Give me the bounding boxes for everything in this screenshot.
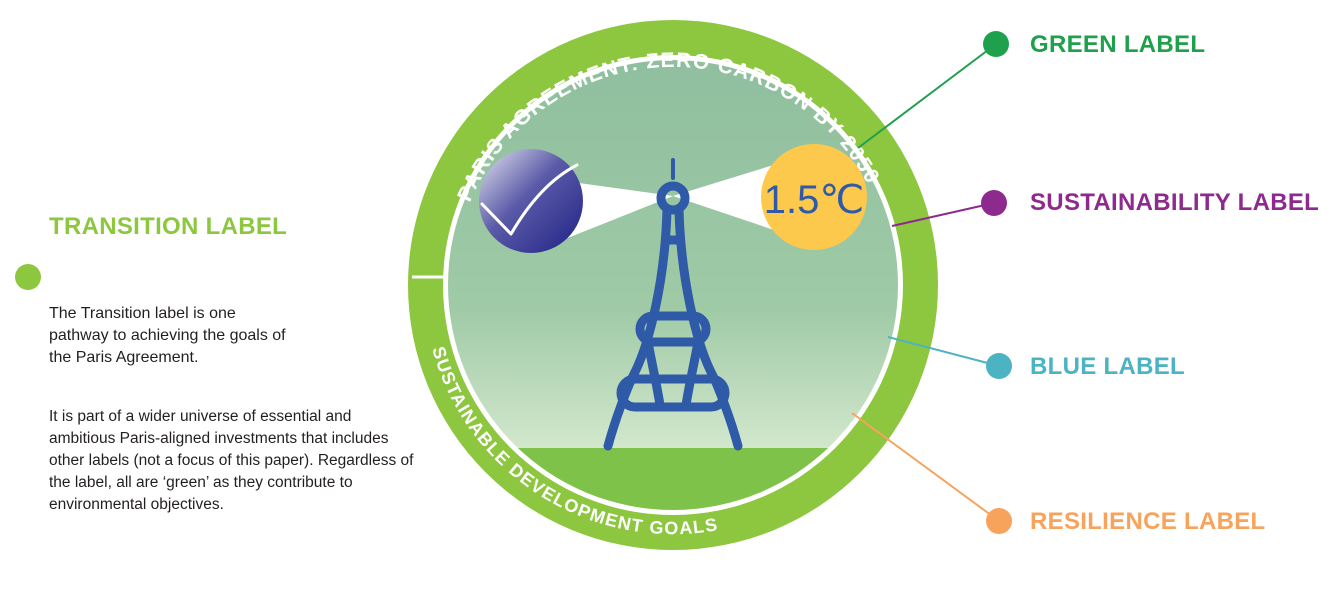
beam-right xyxy=(673,163,780,232)
checkmark-globe xyxy=(479,149,583,253)
transition-label-title: TRANSITION LABEL xyxy=(49,213,288,240)
temperature-text: 1.5℃ xyxy=(764,178,865,222)
blue-label-connector xyxy=(887,336,1012,379)
green-label-title: GREEN LABEL xyxy=(1030,31,1206,58)
checkmark-icon xyxy=(480,163,579,236)
transition-description-2: It is part of a wider universe of essent… xyxy=(49,408,414,513)
green-label-connector xyxy=(857,31,1009,149)
temperature-sun: 1.5℃ xyxy=(761,144,867,250)
transition-description-1: The Transition label is one pathway to a… xyxy=(49,305,286,366)
sustainability-label-connector xyxy=(891,190,1007,227)
resilience-label-title: RESILIENCE LABEL xyxy=(1030,508,1266,535)
blue-label-title: BLUE LABEL xyxy=(1030,353,1185,380)
sustainability-label-title: SUSTAINABILITY LABEL xyxy=(1030,189,1320,216)
transition-connector xyxy=(15,264,412,290)
eiffel-tower-icon xyxy=(603,158,743,451)
resilience-label-connector xyxy=(851,412,1012,534)
badge: PARIS AGREEMENT: ZERO CARBON BY 2050 SUS… xyxy=(408,20,938,550)
